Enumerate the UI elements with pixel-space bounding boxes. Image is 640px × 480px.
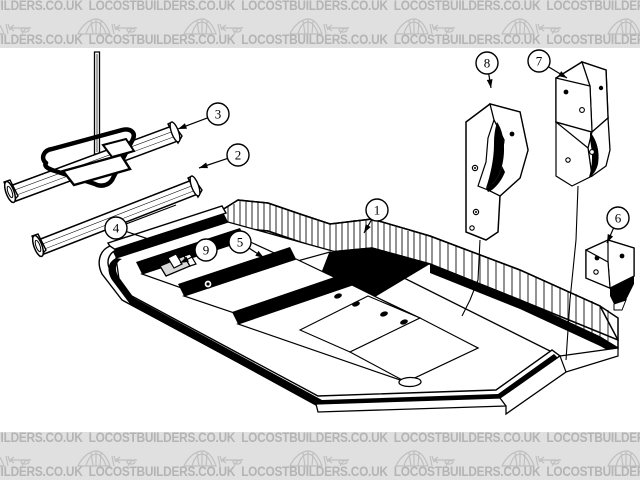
callout-arrowhead — [151, 237, 160, 244]
callout-bubble[interactable] — [194, 238, 218, 262]
callout-arrowhead — [180, 256, 189, 263]
callout-arrowhead — [178, 123, 187, 129]
watermark-text-row: LOCOSTBUILDERS.CO.UK LOCOSTBUILDERS.CO.U… — [0, 464, 640, 479]
callout-6[interactable]: 6 — [606, 206, 630, 244]
rear-transom-panel — [221, 199, 619, 356]
callout-number: 9 — [203, 243, 210, 258]
callout-2[interactable]: 2 — [198, 143, 250, 169]
watermark-band-bottom: LOCOSTBUILDERS.CO.UK LOCOSTBUILDERS.CO.U… — [0, 432, 640, 480]
watermark-text-row — [0, 16, 640, 38]
callout-bubble[interactable] — [206, 102, 230, 126]
callout-number: 7 — [536, 54, 543, 69]
callout-number: 1 — [374, 203, 381, 218]
callout-5[interactable]: 5 — [228, 230, 265, 259]
callout-bubble[interactable] — [475, 51, 499, 75]
callout-arrowhead — [199, 162, 208, 169]
callout-4[interactable]: 4 — [104, 216, 161, 244]
callout-arrowhead — [255, 250, 264, 258]
callout-8[interactable]: 8 — [475, 51, 499, 89]
callout-bubble[interactable] — [527, 49, 551, 73]
watermark-text-row: LOCOSTBUILDERS.CO.UK LOCOSTBUILDERS.CO.U… — [0, 32, 640, 47]
watermark-band-top: LOCOSTBUILDERS.CO.UK LOCOSTBUILDERS.CO.U… — [0, 0, 640, 48]
callout-bubble[interactable] — [104, 216, 128, 240]
callout-3[interactable]: 3 — [177, 102, 230, 130]
part-3-upper-cross-tube-assembly — [3, 51, 183, 204]
callout-number: 5 — [237, 235, 244, 250]
watermark-text-row: LOCOSTBUILDERS.CO.UK LOCOSTBUILDERS.CO.U… — [0, 432, 640, 445]
callout-number: 3 — [215, 107, 222, 122]
callout-layer: 1 2 3 4 5 6 7 8 9 — [104, 49, 630, 264]
callout-arrowhead — [607, 234, 614, 243]
watermark-text-row — [0, 448, 640, 470]
callout-number: 8 — [484, 56, 491, 71]
bolt-details — [334, 293, 408, 325]
callout-1[interactable]: 1 — [363, 198, 389, 234]
part-1-chassis-main-frame — [98, 199, 619, 416]
callout-4-secondary-leader — [125, 204, 177, 225]
callout-number: 6 — [615, 211, 622, 226]
callout-arrowhead — [364, 224, 371, 233]
callout-bubble[interactable] — [228, 230, 252, 254]
watermark-text-row: LOCOSTBUILDERS.CO.UK LOCOSTBUILDERS.CO.U… — [0, 0, 640, 13]
part-6-small-mounting-bracket — [585, 239, 635, 311]
callout-bubble[interactable] — [365, 198, 389, 222]
part-8-large-suspension-bracket — [461, 103, 529, 317]
callout-9[interactable]: 9 — [179, 238, 218, 264]
callout-bubble[interactable] — [226, 143, 250, 167]
callout-bubble[interactable] — [606, 206, 630, 230]
callout-arrowhead — [486, 79, 493, 88]
callout-number: 4 — [113, 221, 120, 236]
callout-arrowhead — [558, 71, 567, 78]
callout-7[interactable]: 7 — [527, 49, 568, 79]
callout-number: 2 — [235, 148, 242, 163]
part-7-upper-mounting-bracket — [555, 60, 611, 361]
